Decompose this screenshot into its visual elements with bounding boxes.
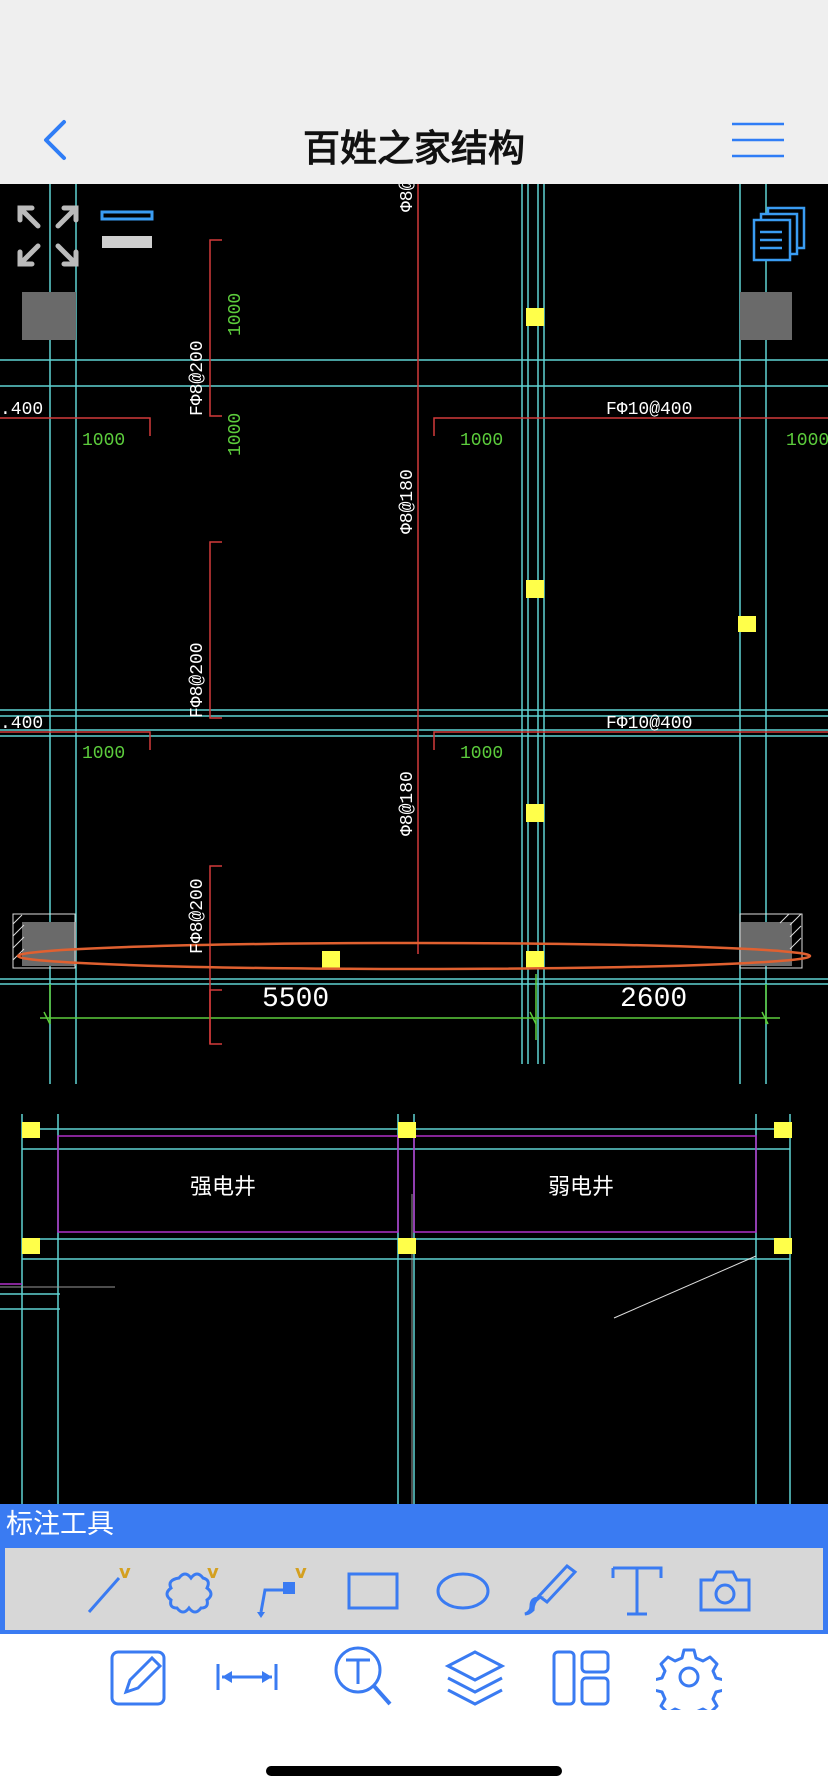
side-rebar-label-2: FΦ8@200	[188, 642, 208, 718]
room-label-strong-current: 强电井	[190, 1175, 256, 1201]
hamburger-menu-icon[interactable]	[728, 118, 788, 162]
spacing-label: 1000	[82, 744, 125, 764]
fullscreen-toggle-icon[interactable]	[16, 204, 80, 268]
layout-icon[interactable]	[548, 1644, 614, 1710]
rectangle-tool-icon[interactable]	[341, 1560, 405, 1620]
settings-gear-icon[interactable]	[652, 1644, 726, 1722]
bottom-toolbar	[0, 1634, 828, 1792]
annotation-toolbar: v v v	[0, 1546, 828, 1634]
spacing-label: 1000	[460, 431, 503, 451]
dimension-label-2600: 2600	[620, 984, 687, 1015]
spacing-label: 1000	[786, 431, 828, 451]
side-rebar-label-3: FΦ8@200	[188, 878, 208, 954]
page-title: 百姓之家结构	[303, 127, 525, 170]
chevron-left-icon[interactable]	[30, 108, 90, 168]
rebar-label-mid: Φ8@180	[398, 469, 418, 534]
spacing-label: 1000	[226, 413, 246, 456]
background-toggle-icon[interactable]	[100, 210, 154, 254]
text-search-icon[interactable]	[330, 1644, 396, 1710]
leader-arrow-tool-icon[interactable]: v	[251, 1560, 315, 1620]
rebar-label-low: Φ8@180	[398, 771, 418, 836]
annotation-toolbar-header: 标注工具	[0, 1504, 828, 1546]
right-rebar-label-1: FΦ10@400	[606, 400, 692, 420]
annotation-toolbar-title: 标注工具	[6, 1509, 114, 1540]
navigation-bar: 百姓之家结构	[0, 0, 828, 184]
spacing-label: 1000	[460, 744, 503, 764]
left-rebar-label-1: .400	[0, 400, 43, 420]
spacing-label: 1000	[82, 431, 125, 451]
rebar-label-top: Φ8@180	[398, 184, 418, 212]
dimension-label-5500: 5500	[262, 984, 329, 1015]
right-rebar-label-2: FΦ10@400	[606, 714, 692, 734]
edit-icon[interactable]	[104, 1644, 170, 1710]
camera-tool-icon[interactable]	[693, 1560, 757, 1620]
room-label-weak-current: 弱电井	[548, 1175, 614, 1201]
measure-icon[interactable]	[214, 1644, 280, 1710]
leader-tool-badge: v	[295, 1562, 307, 1583]
home-indicator[interactable]	[266, 1766, 562, 1776]
layout-pages-icon[interactable]	[752, 206, 808, 262]
cloud-tool-badge: v	[207, 1562, 219, 1583]
ellipse-tool-icon[interactable]	[431, 1560, 495, 1620]
layers-icon[interactable]	[442, 1644, 508, 1710]
text-tool-icon[interactable]	[605, 1560, 669, 1620]
brush-tool-icon[interactable]	[519, 1560, 583, 1620]
spacing-label: 1000	[226, 293, 246, 336]
side-rebar-label-1: FΦ8@200	[188, 340, 208, 416]
cloud-tool-icon[interactable]: v	[165, 1560, 229, 1620]
left-rebar-label-2: .400	[0, 714, 43, 734]
cad-drawing-canvas[interactable]: Φ8@180 Φ8@180 Φ8@180 FΦ8@200 FΦ8@200 FΦ8…	[0, 184, 828, 1504]
line-tool-icon[interactable]: v	[79, 1560, 143, 1620]
line-tool-badge: v	[119, 1562, 131, 1583]
